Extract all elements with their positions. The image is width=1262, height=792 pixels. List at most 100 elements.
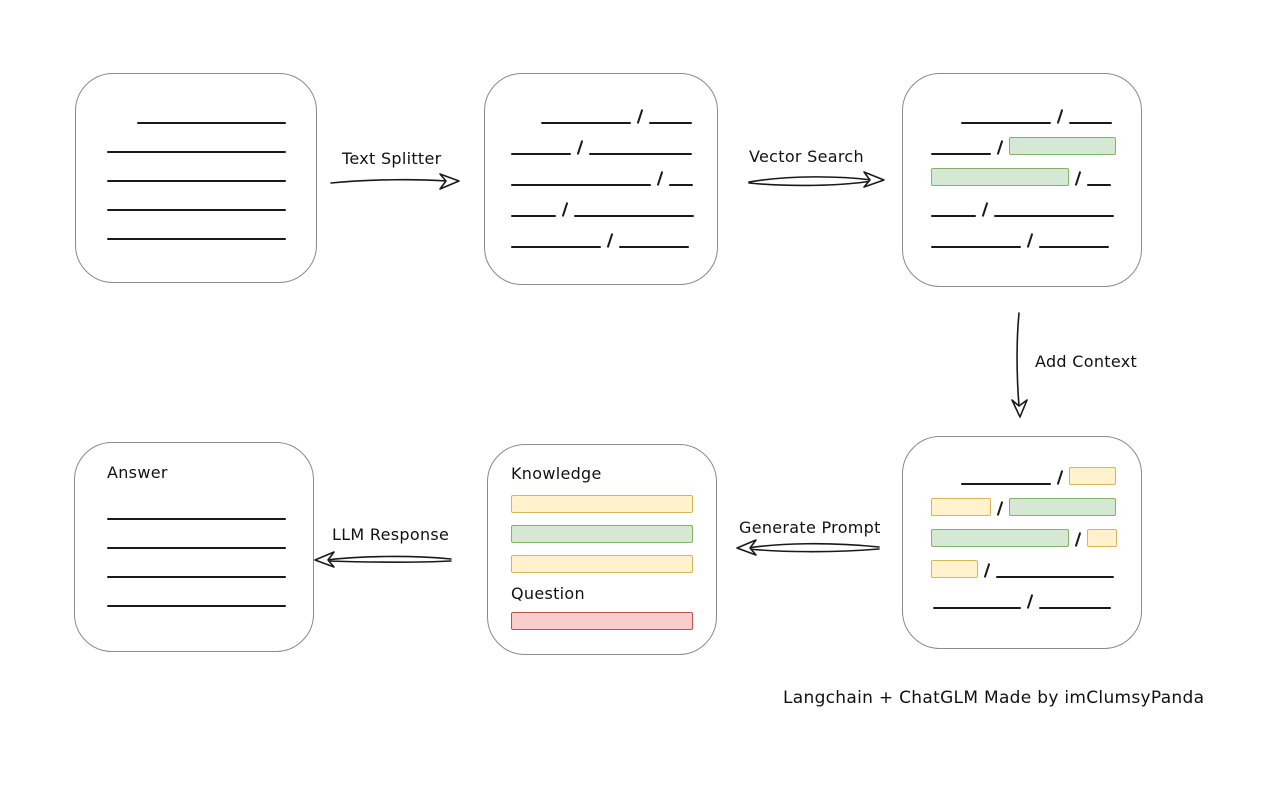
slash-separator xyxy=(981,202,989,217)
question-label: Question xyxy=(511,584,585,603)
text-line xyxy=(107,209,286,211)
answer-text-lines xyxy=(107,502,313,607)
text-row xyxy=(903,529,1141,547)
text-row xyxy=(903,168,1141,186)
text-line xyxy=(137,122,286,124)
slash-separator xyxy=(636,109,644,124)
red-chunk xyxy=(511,612,693,630)
text-row xyxy=(107,560,313,578)
text-row xyxy=(485,137,717,155)
knowledge-label: Knowledge xyxy=(511,464,602,483)
text-line xyxy=(931,246,1021,248)
text-row xyxy=(485,230,717,248)
text-row xyxy=(511,525,716,543)
text-row xyxy=(107,531,313,549)
text-row xyxy=(903,467,1141,485)
context-chunk-rows xyxy=(903,467,1141,609)
text-row xyxy=(76,193,316,211)
text-line xyxy=(574,215,694,217)
text-line xyxy=(511,153,571,155)
llm-response-label: LLM Response xyxy=(332,525,450,544)
slash-separator xyxy=(1074,171,1082,186)
text-row xyxy=(76,164,316,182)
slash-separator xyxy=(656,171,664,186)
text-line xyxy=(511,246,601,248)
text-row xyxy=(903,230,1141,248)
text-line xyxy=(1039,246,1109,248)
slash-separator xyxy=(606,233,614,248)
answer-label: Answer xyxy=(107,463,168,482)
text-line xyxy=(107,547,286,549)
text-row xyxy=(107,589,313,607)
slash-separator xyxy=(1026,594,1034,609)
yellow-chunk xyxy=(1069,467,1116,485)
context-chunks-box xyxy=(902,436,1142,649)
text-line xyxy=(511,215,556,217)
text-line xyxy=(994,215,1114,217)
text-line xyxy=(996,576,1114,578)
text-row xyxy=(511,555,716,573)
vector-search-arrow xyxy=(748,171,885,188)
text-line xyxy=(1087,184,1111,186)
footer-caption: Langchain + ChatGLM Made by imClumsyPand… xyxy=(783,688,1205,708)
slash-separator xyxy=(1056,470,1064,485)
add-context-arrow xyxy=(1011,312,1028,418)
text-row xyxy=(485,106,717,124)
slash-separator xyxy=(983,563,991,578)
slash-separator xyxy=(1074,532,1082,547)
slash-separator xyxy=(1026,233,1034,248)
slash-separator xyxy=(1056,109,1064,124)
text-line xyxy=(1039,607,1111,609)
document-box xyxy=(75,73,317,283)
retrieved-chunks-box xyxy=(902,73,1142,287)
green-chunk xyxy=(1009,137,1116,155)
yellow-chunk xyxy=(931,498,991,516)
yellow-chunk xyxy=(511,555,693,573)
text-row xyxy=(485,199,717,217)
answer-box: Answer xyxy=(74,442,314,652)
text-splitter-arrow xyxy=(330,173,460,190)
green-chunk xyxy=(511,525,693,543)
text-line xyxy=(933,607,1021,609)
text-line xyxy=(107,151,286,153)
text-row xyxy=(903,560,1141,578)
slash-separator xyxy=(561,202,569,217)
vector-search-label: Vector Search xyxy=(749,147,864,166)
split-chunk-rows xyxy=(485,106,717,248)
yellow-chunk xyxy=(1087,529,1117,547)
text-line xyxy=(1069,122,1112,124)
text-row xyxy=(903,137,1141,155)
text-line xyxy=(107,518,286,520)
green-chunk xyxy=(1009,498,1116,516)
question-bar xyxy=(511,612,716,630)
slash-separator xyxy=(576,140,584,155)
text-line xyxy=(961,122,1051,124)
text-line xyxy=(649,122,692,124)
text-line xyxy=(107,576,286,578)
text-line xyxy=(541,122,631,124)
add-context-label: Add Context xyxy=(1035,352,1138,371)
text-row xyxy=(485,168,717,186)
text-line xyxy=(961,483,1051,485)
text-line xyxy=(669,184,693,186)
document-text-lines xyxy=(76,106,316,240)
retrieved-chunk-rows xyxy=(903,106,1141,248)
yellow-chunk xyxy=(931,560,978,578)
text-line xyxy=(107,605,286,607)
text-line xyxy=(107,180,286,182)
split-chunks-box xyxy=(484,73,718,285)
text-row xyxy=(76,222,316,240)
text-line xyxy=(107,238,286,240)
green-chunk xyxy=(931,168,1069,186)
text-row xyxy=(903,106,1141,124)
green-chunk xyxy=(931,529,1069,547)
slash-separator xyxy=(996,140,1004,155)
slash-separator xyxy=(996,501,1004,516)
text-row xyxy=(511,495,716,513)
text-line xyxy=(931,153,991,155)
knowledge-bars xyxy=(511,495,716,573)
llm-response-arrow xyxy=(314,551,452,568)
text-row xyxy=(76,106,316,124)
text-line xyxy=(619,246,689,248)
